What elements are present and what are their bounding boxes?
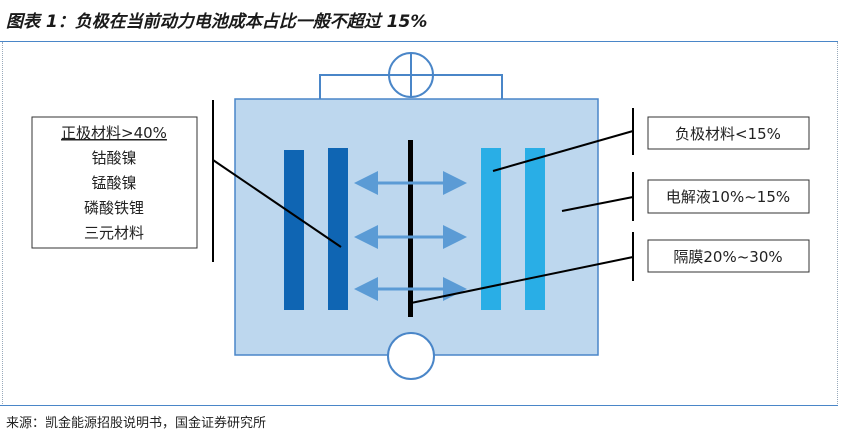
cathode-item: 钴酸镍 <box>91 149 136 167</box>
title-rule <box>0 41 838 42</box>
cathode-label-box <box>31 116 198 249</box>
cathode-leader-line <box>212 159 342 248</box>
separator-label: 隔膜20%~30% <box>673 248 782 266</box>
anode-plate <box>525 148 545 310</box>
separator-leader-line <box>410 256 634 304</box>
electrolyte-label: 电解液10%~15% <box>666 188 790 206</box>
negative-terminal-icon <box>387 332 435 380</box>
anode-label-box <box>647 116 810 150</box>
figure-title: 图表 1：负极在当前动力电池成本占比一般不超过 15% <box>6 12 428 32</box>
anode-leader-line <box>492 130 634 172</box>
cathode-item: 三元材料 <box>84 224 144 242</box>
source-note: 来源：凯金能源招股说明书，国金证券研究所 <box>6 416 267 431</box>
cathode-heading: 正极材料>40% <box>61 124 167 142</box>
electrolyte-label-box <box>647 179 810 214</box>
cathode-plate <box>284 150 304 310</box>
separator-label-box <box>647 239 810 273</box>
cathode-item: 锰酸镍 <box>91 174 136 192</box>
positive-terminal-icon <box>388 52 434 98</box>
cathode-plate <box>328 148 348 310</box>
anode-plate <box>481 148 501 310</box>
electrolyte-leader-line <box>561 196 634 212</box>
figure-frame <box>2 42 838 404</box>
source-rule <box>0 405 838 406</box>
cathode-item: 磷酸铁锂 <box>84 199 144 217</box>
anode-label: 负极材料<15% <box>675 125 781 143</box>
